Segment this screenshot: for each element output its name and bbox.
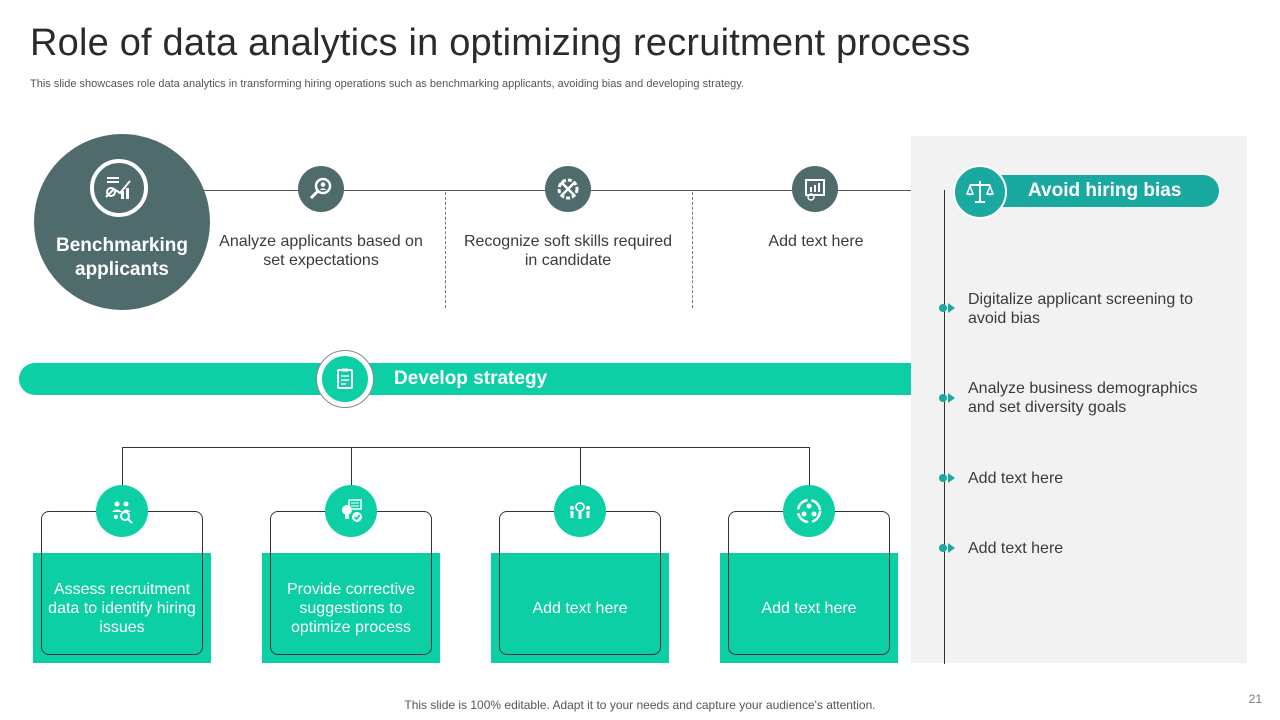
tree-vertical-line bbox=[580, 447, 581, 487]
bullet-icon bbox=[939, 393, 955, 403]
tree-vertical-line bbox=[122, 447, 123, 487]
bias-item-text: Add text here bbox=[968, 470, 1064, 487]
cycle-people-icon bbox=[783, 485, 835, 537]
strategy-card-text: Add text here bbox=[761, 599, 857, 617]
bias-panel bbox=[911, 136, 1247, 663]
strategy-card bbox=[262, 553, 440, 663]
strategy-card bbox=[720, 553, 898, 663]
bullet-icon bbox=[939, 543, 955, 553]
page-number: 21 bbox=[1248, 692, 1262, 706]
benchmark-item-text: Recognize soft skills required in candid… bbox=[463, 233, 673, 269]
report-search-icon bbox=[792, 166, 838, 212]
team-network-icon bbox=[554, 485, 606, 537]
page-subtitle: This slide showcases role data analytics… bbox=[30, 78, 744, 90]
bias-label: Avoid hiring bias bbox=[1028, 180, 1182, 201]
strategy-card-text: Assess recruitment data to identify hiri… bbox=[48, 580, 196, 636]
bullet-icon bbox=[939, 303, 955, 313]
strategy-card-text: Provide corrective suggestions to optimi… bbox=[286, 580, 416, 636]
bullet-icon bbox=[939, 473, 955, 483]
footer-text: This slide is 100% editable. Adapt it to… bbox=[404, 698, 876, 712]
bias-timeline-line bbox=[944, 190, 945, 664]
team-search-icon bbox=[96, 485, 148, 537]
divider bbox=[445, 192, 446, 308]
benchmark-item-text: Add text here bbox=[768, 233, 864, 250]
strategy-card bbox=[491, 553, 669, 663]
strategy-bar bbox=[19, 363, 911, 395]
scale-icon bbox=[953, 165, 1007, 219]
bias-item-text: Analyze business demographics and set di… bbox=[968, 380, 1198, 416]
lightbulb-check-icon bbox=[325, 485, 377, 537]
strategy-card bbox=[33, 553, 211, 663]
tree-horizontal-line bbox=[122, 447, 810, 448]
tree-vertical-line bbox=[809, 447, 810, 487]
clipboard-icon bbox=[322, 356, 368, 402]
page-title: Role of data analytics in optimizing rec… bbox=[30, 22, 971, 64]
benchmark-item-text: Analyze applicants based on set expectat… bbox=[219, 233, 423, 269]
search-person-icon bbox=[298, 166, 344, 212]
benchmark-label: Benchmarking applicants bbox=[56, 235, 188, 280]
bias-header-pill bbox=[970, 175, 1219, 207]
strategy-card-text: Add text here bbox=[532, 599, 628, 617]
benchmark-chart-icon bbox=[90, 159, 148, 217]
tree-vertical-line bbox=[351, 447, 352, 487]
strategy-label: Develop strategy bbox=[394, 368, 548, 389]
divider bbox=[692, 192, 693, 308]
bias-item-text: Digitalize applicant screening to avoid … bbox=[968, 291, 1194, 327]
gear-tools-icon bbox=[545, 166, 591, 212]
bias-item-text: Add text here bbox=[968, 540, 1064, 557]
